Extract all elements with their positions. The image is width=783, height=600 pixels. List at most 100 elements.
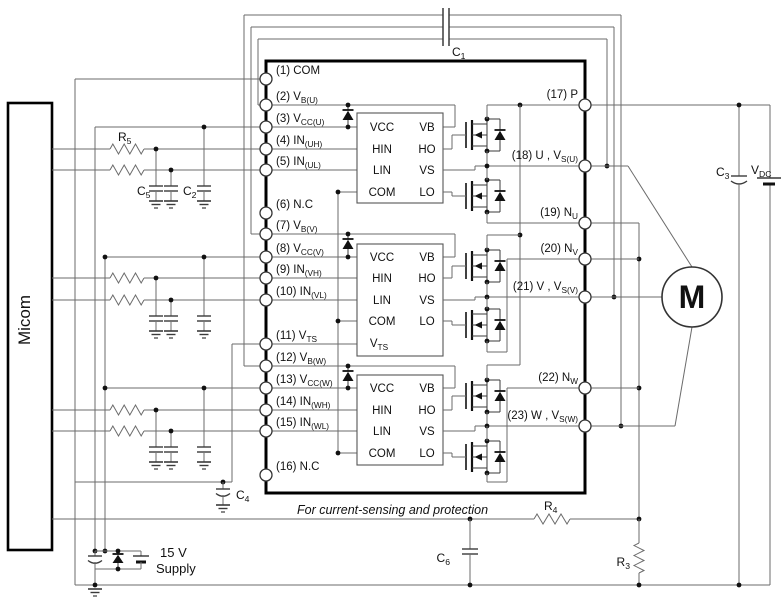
driver-pin-label: LIN <box>373 426 391 438</box>
pin-label-8: (8) VCC(V) <box>276 243 324 257</box>
driver-pin-label: VCC <box>370 383 394 395</box>
c1-label: C1 <box>452 45 466 61</box>
driver-pin-label: HO <box>418 273 435 285</box>
pin-label-21: (21) V , VS(V) <box>513 281 578 295</box>
pin-circle-17 <box>578 98 592 112</box>
driver-pin-label: VTS <box>370 338 389 352</box>
body-diode-icon <box>494 391 506 401</box>
pin-circle-3 <box>259 120 273 134</box>
vdc-label: VDC <box>751 163 771 179</box>
body-diode-icon <box>494 452 506 462</box>
junction-dot <box>153 407 159 413</box>
wire <box>627 165 693 268</box>
pin-circle-2 <box>259 98 273 112</box>
pin-label-22: (22) NW <box>538 372 578 386</box>
pin-circle-13 <box>259 381 273 395</box>
pin-label-10: (10) IN(VL) <box>276 286 327 300</box>
pin-label-7: (7) VB(V) <box>276 220 318 234</box>
driver-pin-label: VB <box>419 122 435 134</box>
pin-label-20: (20) NV <box>541 243 579 257</box>
pin-circle-4 <box>259 142 273 156</box>
driver-pin-label: VB <box>419 252 435 264</box>
driver-pin-label: COM <box>369 448 396 460</box>
pin-label-17: (17) P <box>547 89 579 101</box>
c5-label: C5 <box>137 184 151 200</box>
junction-dot <box>153 146 159 152</box>
junction-dot <box>102 254 108 260</box>
diode-icon <box>342 239 354 249</box>
pin-label-11: (11) VTS <box>276 330 318 344</box>
junction-dot <box>92 582 98 588</box>
micom-label: Micom <box>15 295 34 345</box>
driver-pin-label: COM <box>369 187 396 199</box>
pin-circle-11 <box>259 337 273 351</box>
pin-circle-8 <box>259 250 273 264</box>
wire <box>674 326 693 427</box>
driver-pin-label: LIN <box>373 295 391 307</box>
driver-block-u <box>356 112 444 204</box>
junction-dot <box>201 254 207 260</box>
junction-dot <box>102 385 108 391</box>
r4-label: R4 <box>544 499 558 515</box>
resistor <box>109 271 145 285</box>
c4-label: C4 <box>236 488 250 504</box>
pin-circle-12 <box>259 359 273 373</box>
junction-dot <box>115 548 121 554</box>
junction-dot <box>467 582 473 588</box>
driver-pin-label: VS <box>419 295 435 307</box>
pin-circle-15 <box>259 424 273 438</box>
pin-circle-18 <box>578 159 592 173</box>
pin-circle-14 <box>259 403 273 417</box>
pin-circle-7 <box>259 227 273 241</box>
mosfet-arrow <box>474 192 482 200</box>
junction-dot <box>201 124 207 130</box>
motor-label: M <box>679 279 706 315</box>
pin-label-9: (9) IN(VH) <box>276 264 322 278</box>
driver-pin-label: LO <box>419 316 434 328</box>
driver-pin-label: VS <box>419 165 435 177</box>
driver-block-w <box>356 374 444 466</box>
resistor <box>533 513 571 525</box>
pin-circle-6 <box>259 206 273 220</box>
pin-label-6: (6) N.C <box>276 199 313 211</box>
junction-dot <box>335 189 341 195</box>
resistor <box>632 542 646 574</box>
pin-label-3: (3) VCC(U) <box>276 113 325 127</box>
junction-dot <box>345 231 351 237</box>
pin-label-13: (13) VCC(W) <box>276 374 333 388</box>
mosfet-arrow <box>474 453 482 461</box>
pin-circle-23 <box>578 419 592 433</box>
body-diode-icon <box>494 130 506 140</box>
diode-icon <box>342 110 354 120</box>
driver-pin-label: VB <box>419 383 435 395</box>
diode-icon <box>342 371 354 381</box>
c3-label: C3 <box>716 165 730 181</box>
pin-label-23: (23) W , VS(W) <box>507 410 578 424</box>
pin-label-16: (16) N.C <box>276 461 319 473</box>
junction-dot <box>736 102 742 108</box>
driver-pin-label: LO <box>419 187 434 199</box>
driver-pin-label: HIN <box>372 273 392 285</box>
junction-dot <box>345 124 351 130</box>
pin-circle-10 <box>259 293 273 307</box>
driver-pin-label: LIN <box>373 165 391 177</box>
driver-pin-label: COM <box>369 316 396 328</box>
capacitor <box>730 180 748 185</box>
mosfet-arrow <box>474 131 482 139</box>
mosfet-arrow <box>474 321 482 329</box>
r5-label: R5 <box>118 130 132 146</box>
junction-dot <box>345 385 351 391</box>
driver-pin-label: HO <box>418 405 435 417</box>
junction-dot <box>636 582 642 588</box>
zener-diode-icon <box>112 554 124 563</box>
junction-dot <box>201 385 207 391</box>
mosfet-arrow <box>474 392 482 400</box>
pin-circle-19 <box>578 216 592 230</box>
pin-circle-9 <box>259 271 273 285</box>
pin-circle-22 <box>578 381 592 395</box>
pin-label-15: (15) IN(WL) <box>276 417 329 431</box>
driver-pin-label: VCC <box>370 122 394 134</box>
pin-label-19: (19) NU <box>540 207 578 221</box>
